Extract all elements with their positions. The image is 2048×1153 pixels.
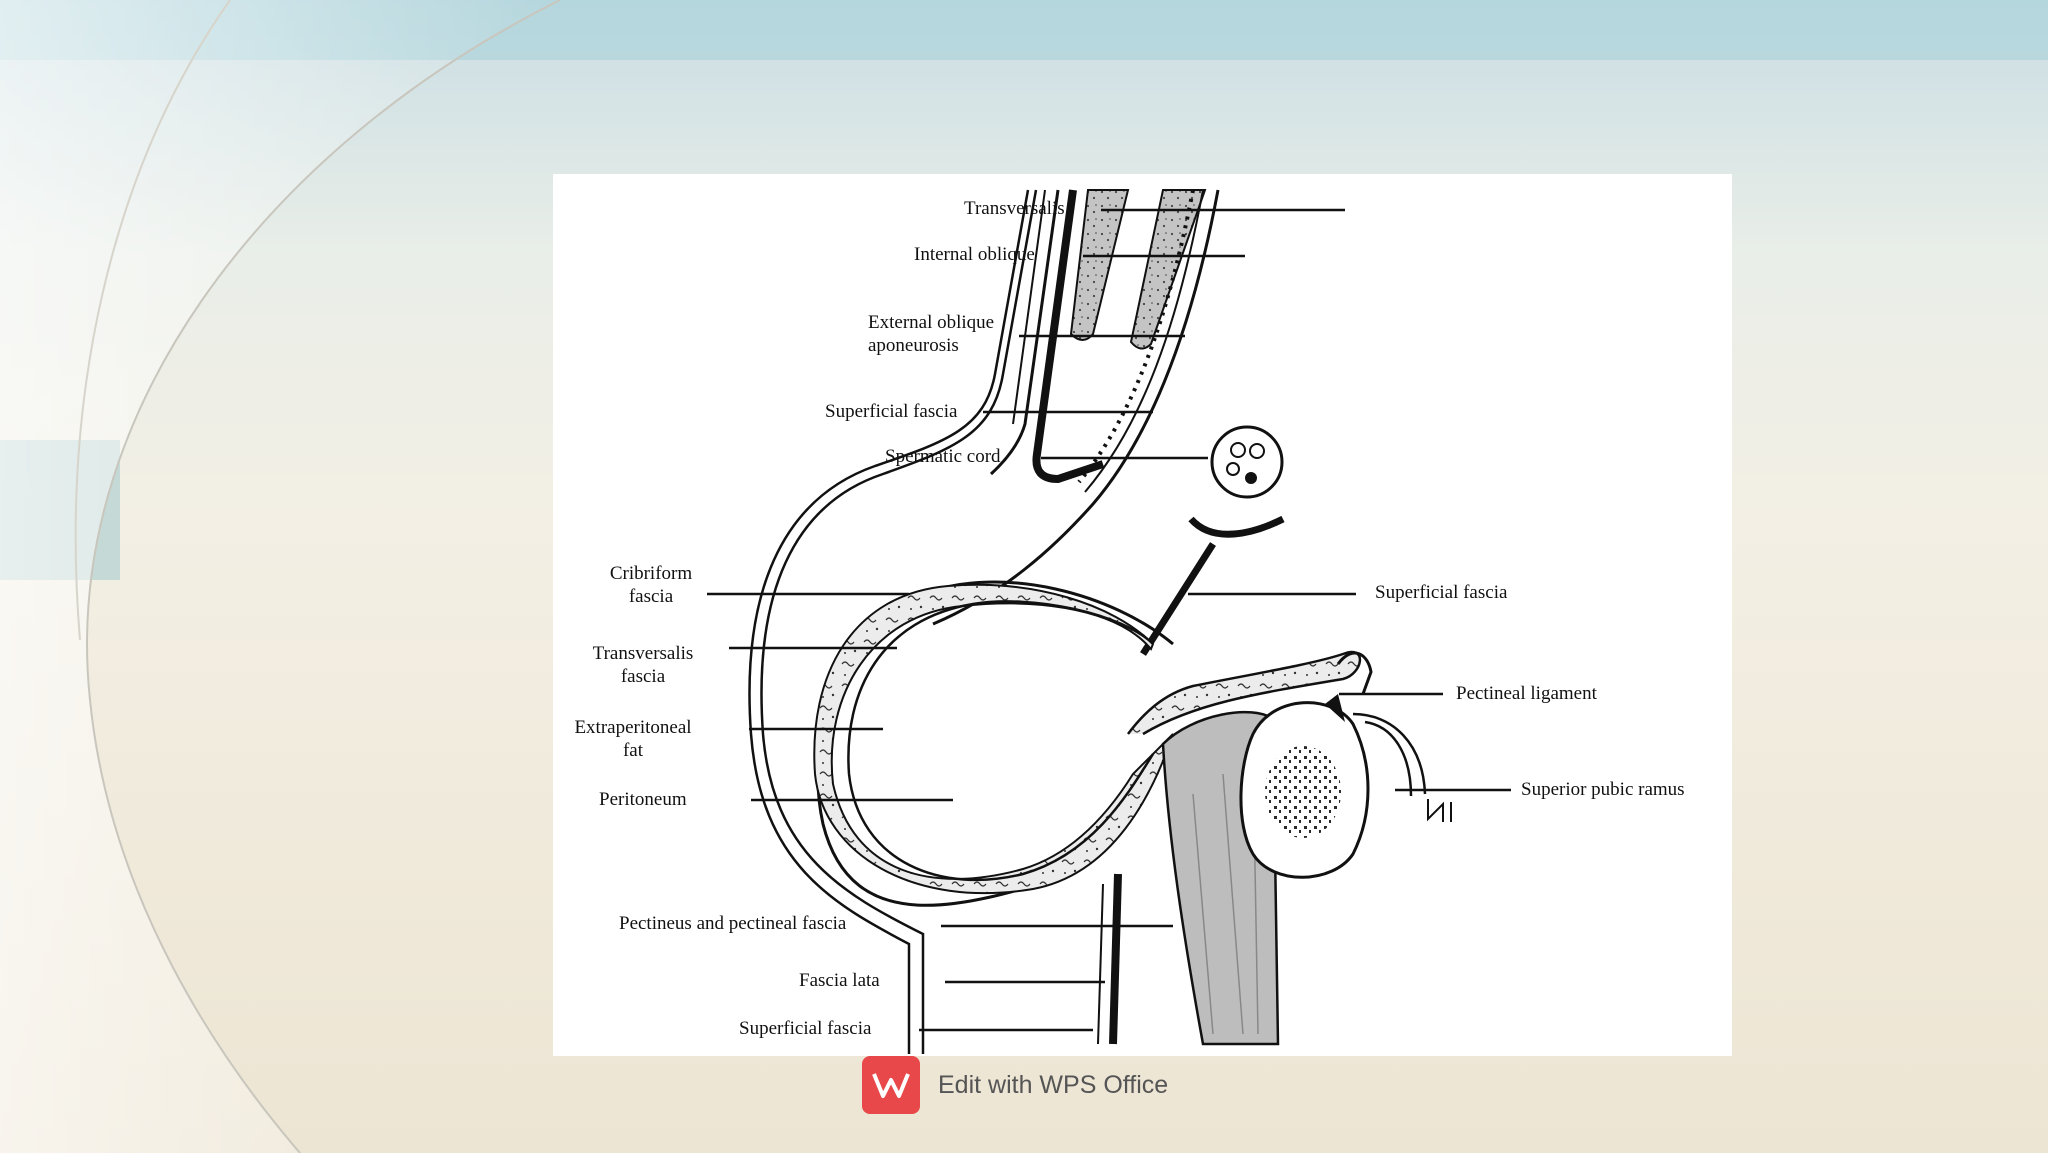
- leader-lines: [707, 208, 1511, 1032]
- anatomy-drawing: [707, 189, 1511, 1054]
- label-pectineus: Pectineus and pectineal fascia: [619, 913, 847, 934]
- wps-logo-icon: [862, 1056, 920, 1114]
- label-transversalis-fascia: Transversalis: [592, 643, 694, 664]
- fascia-lata-bar: [1109, 873, 1122, 1045]
- inguinal-hernia-diagram: Transversalis Internal oblique External …: [553, 174, 1732, 1056]
- pectineal-ligament-wedge: [1325, 694, 1345, 722]
- internal-oblique-muscle: [1069, 189, 1130, 341]
- label-fascia-lata: Fascia lata: [799, 970, 880, 991]
- extraperitoneal-fat: [813, 583, 1174, 894]
- label-transversalis-fascia-2: fascia: [620, 666, 666, 687]
- label-extraperitoneal: Extraperitoneal: [574, 717, 692, 738]
- label-transversalis: Transversalis: [964, 198, 1065, 219]
- label-pectineal-ligament: Pectineal ligament: [1456, 683, 1597, 704]
- label-spermatic-cord: Spermatic cord: [885, 446, 1001, 467]
- label-superficial-fascia-right: Superficial fascia: [1375, 582, 1508, 603]
- label-cribriform: Cribriform: [609, 563, 693, 584]
- spermatic-cord-circle: [1210, 425, 1284, 499]
- label-external-oblique: External oblique: [868, 312, 995, 333]
- wps-watermark[interactable]: Edit with WPS Office: [862, 1055, 1168, 1115]
- label-superficial-fascia-bottom: Superficial fascia: [739, 1018, 872, 1039]
- transversalis-muscle: [1129, 189, 1207, 350]
- label-superficial-fascia-top: Superficial fascia: [825, 401, 958, 422]
- label-aponeurosis: aponeurosis: [868, 335, 959, 356]
- label-cribriform-fascia: fascia: [628, 586, 674, 607]
- label-internal-oblique: Internal oblique: [914, 244, 1035, 265]
- label-extraperitoneal-fat: fat: [622, 740, 644, 761]
- label-peritoneum: Peritoneum: [599, 789, 687, 810]
- wps-watermark-text: Edit with WPS Office: [938, 1070, 1169, 1099]
- external-oblique-aponeurosis-line: [1032, 189, 1105, 484]
- label-superior-pubic-ramus: Superior pubic ramus: [1521, 779, 1685, 800]
